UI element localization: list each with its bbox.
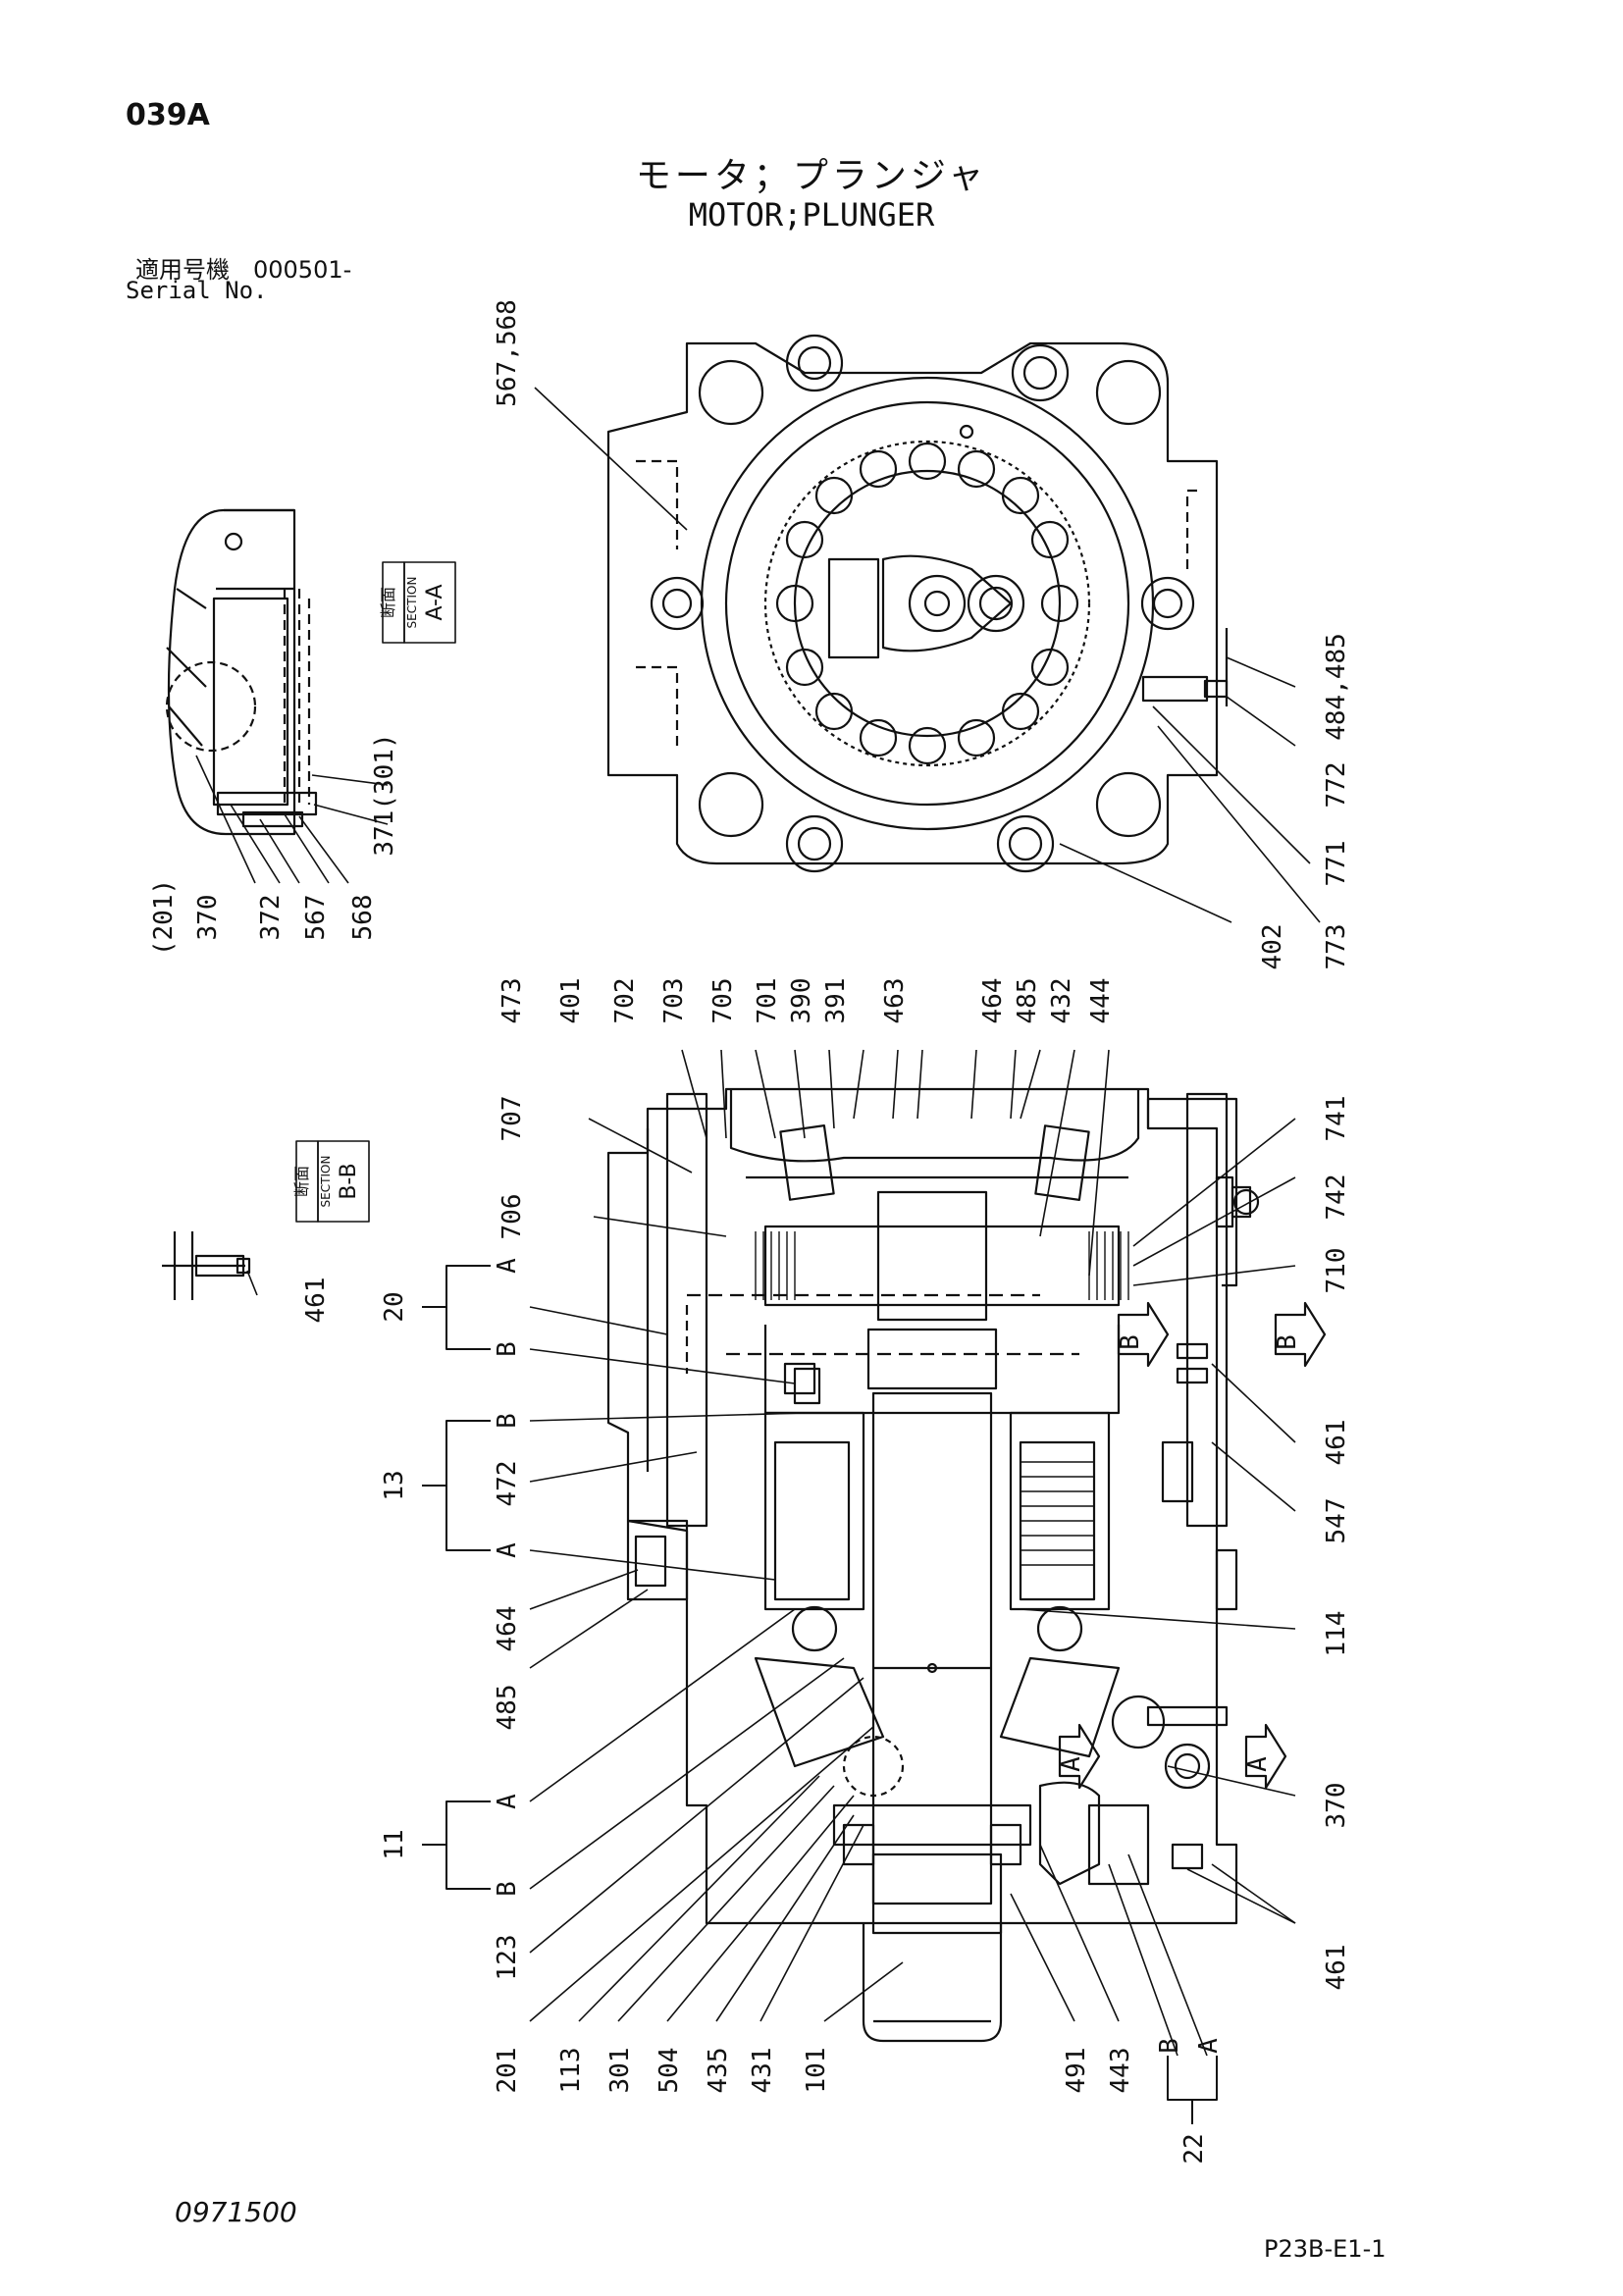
section-aa-id: A-A (423, 584, 447, 620)
part-label: 771 (1322, 841, 1351, 887)
part-label: 702 (610, 978, 640, 1024)
group-label: 20 (380, 1291, 409, 1322)
section-aa-view (165, 508, 318, 836)
part-label: 484,485 (1322, 633, 1351, 741)
part-label: 371(301) (370, 733, 399, 856)
group-b-label: B (1155, 2038, 1184, 2054)
end-view (606, 334, 1229, 873)
group-a-label: B (493, 1413, 522, 1429)
part-label: 432 (1047, 978, 1076, 1024)
part-label: 461 (1322, 1420, 1351, 1466)
group-label: 22 (1179, 2133, 1209, 2164)
section-aa-jp: 断面 (379, 587, 397, 618)
group-a-label: A (493, 1258, 522, 1274)
group-a-label: A (1194, 2038, 1224, 2054)
main-left-labels: 20 A B 13 B A 11 A B 472 464 485 123 (380, 1258, 522, 1981)
serial-label-japanese: 適用号機 000501- (135, 256, 352, 284)
part-label: 473 (497, 978, 527, 1024)
part-label: 701 (753, 978, 782, 1024)
mounting-bolts (650, 334, 1195, 873)
part-label: 710 (1322, 1248, 1351, 1294)
part-label: 705 (708, 978, 738, 1024)
group-label: 13 (380, 1470, 409, 1500)
group-label: 11 (380, 1829, 409, 1859)
part-label: 391 (821, 978, 851, 1024)
section-aa-labels: (201) 370 372 567 568 371(301) (149, 733, 399, 956)
part-label: 742 (1322, 1174, 1351, 1221)
section-aa-en: SECTION (405, 577, 419, 629)
part-label: 707 (497, 1096, 527, 1142)
part-label: 772 (1322, 762, 1351, 809)
part-label: 567,568 (493, 299, 522, 407)
part-label: 464 (493, 1606, 522, 1652)
part-label: 370 (193, 895, 223, 941)
part-label: 370 (1322, 1783, 1351, 1829)
arrow-letter: A (1057, 1756, 1086, 1772)
part-label: 485 (1013, 978, 1042, 1024)
part-label: 547 (1322, 1498, 1351, 1544)
leader-lines (195, 387, 1321, 2057)
part-label: (201) (149, 879, 179, 956)
part-label: 463 (880, 978, 910, 1024)
document-number: 0971500 (175, 2196, 297, 2228)
group-b-label: B (493, 1341, 522, 1357)
part-label: 113 (556, 2048, 586, 2094)
part-label: 504 (654, 2048, 684, 2094)
main-right-labels: 741 742 710 461 547 114 370 461 (1322, 1096, 1351, 1991)
arrow-letter: B (1116, 1334, 1145, 1350)
part-label: 461 (301, 1278, 331, 1324)
group-brackets (422, 1265, 1218, 2124)
part-label: 444 (1086, 978, 1116, 1024)
part-label: 123 (493, 1935, 522, 1981)
cylinder-ports (775, 442, 1079, 765)
part-label: 461 (1322, 1945, 1351, 1991)
part-label: 703 (659, 978, 689, 1024)
section-bb-view (162, 1231, 251, 1300)
section-bb-id: B-B (337, 1163, 361, 1199)
part-label: 390 (787, 978, 816, 1024)
section-bb-en: SECTION (319, 1156, 333, 1208)
end-view-labels: 567,568 484,485 772 771 773 402 (493, 299, 1351, 969)
page-id: 039A (126, 98, 210, 132)
part-label: 464 (978, 978, 1008, 1024)
main-bottom-labels: 201 113 301 504 435 431 101 491 443 B A … (493, 2038, 1224, 2165)
friction-plates (755, 1231, 1129, 1300)
part-label: 431 (748, 2048, 777, 2094)
group-b-label: B (493, 1881, 522, 1897)
section-arrow-letters: B B A A (1057, 1334, 1302, 1772)
part-label: 741 (1322, 1096, 1351, 1142)
part-label: 372 (256, 895, 286, 941)
title-english: MOTOR;PLUNGER (688, 196, 935, 234)
main-top-labels: 473 401 702 703 705 701 390 391 463 464 … (497, 978, 1116, 1240)
part-label: 485 (493, 1685, 522, 1731)
part-label: 101 (802, 2048, 831, 2094)
part-label: 401 (556, 978, 586, 1024)
group-a-label: A (493, 1794, 522, 1809)
group-b-label: A (493, 1542, 522, 1558)
part-label: 201 (493, 2048, 522, 2094)
section-arrows (1058, 1301, 1327, 1790)
page-code: P23B-E1-1 (1264, 2235, 1387, 2263)
section-bb-jp: 断面 (292, 1166, 311, 1197)
part-label: 568 (348, 895, 378, 941)
part-label: 472 (493, 1461, 522, 1507)
part-label: 706 (497, 1194, 527, 1240)
part-label: 773 (1322, 924, 1351, 970)
serial-label-english: Serial No. (126, 277, 268, 304)
part-label: 114 (1322, 1611, 1351, 1657)
part-label: 491 (1062, 2048, 1091, 2094)
part-label: 443 (1106, 2048, 1135, 2094)
cylinder-ribs (1021, 1461, 1094, 1566)
main-section-view (606, 1087, 1260, 2043)
part-label: 567 (301, 895, 331, 941)
part-label: 301 (605, 2048, 635, 2094)
arrow-letter: B (1273, 1334, 1302, 1350)
title-japanese: モータ；プランジャ (635, 156, 988, 196)
part-label: 402 (1258, 924, 1287, 970)
part-label: 435 (704, 2048, 733, 2094)
arrow-letter: A (1243, 1756, 1273, 1772)
